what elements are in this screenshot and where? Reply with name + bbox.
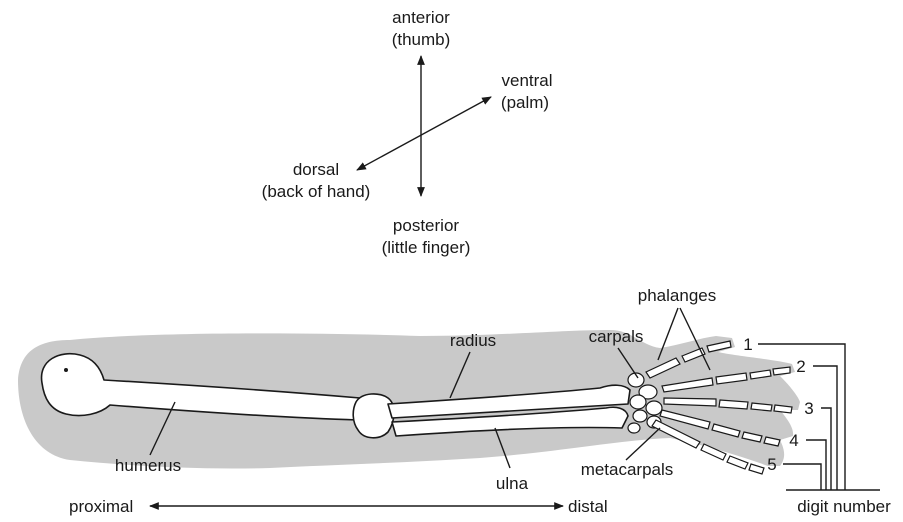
digit-number-caption: digit number — [797, 497, 891, 516]
digit-number-3: 3 — [804, 399, 813, 418]
anterior-label: anterior — [392, 8, 450, 27]
phalanges-label: phalanges — [638, 286, 716, 305]
humerus-label: humerus — [115, 456, 181, 475]
dorsal-label: dorsal — [293, 160, 339, 179]
ulna-label: ulna — [496, 474, 529, 493]
posterior-label: posterior — [393, 216, 459, 235]
humerus-head-detail — [64, 368, 68, 372]
digit-bracket-4 — [806, 440, 826, 490]
ventral-note: (palm) — [501, 93, 549, 112]
carpals-label: carpals — [589, 327, 644, 346]
elbow-joint — [353, 394, 394, 438]
proximal-label: proximal — [69, 497, 133, 516]
anterior-note: (thumb) — [392, 30, 451, 49]
dorsal-ventral-arrow — [357, 97, 491, 170]
ventral-label: ventral — [501, 71, 552, 90]
dorsal-note: (back of hand) — [262, 182, 371, 201]
digit-number-1: 1 — [743, 335, 752, 354]
digit-bracket-5 — [783, 464, 821, 490]
digit-bracket-2 — [813, 366, 837, 490]
digit-number-4: 4 — [789, 431, 798, 450]
proximal-distal-axis: proximal distal — [69, 497, 608, 516]
radius-label: radius — [450, 331, 496, 350]
posterior-note: (little finger) — [382, 238, 471, 257]
metacarpals-label: metacarpals — [581, 460, 674, 479]
orientation-compass: anterior (thumb) ventral (palm) dorsal (… — [262, 8, 553, 257]
digit-number-5: 5 — [767, 455, 776, 474]
digit-number-2: 2 — [796, 357, 805, 376]
distal-label: distal — [568, 497, 608, 516]
